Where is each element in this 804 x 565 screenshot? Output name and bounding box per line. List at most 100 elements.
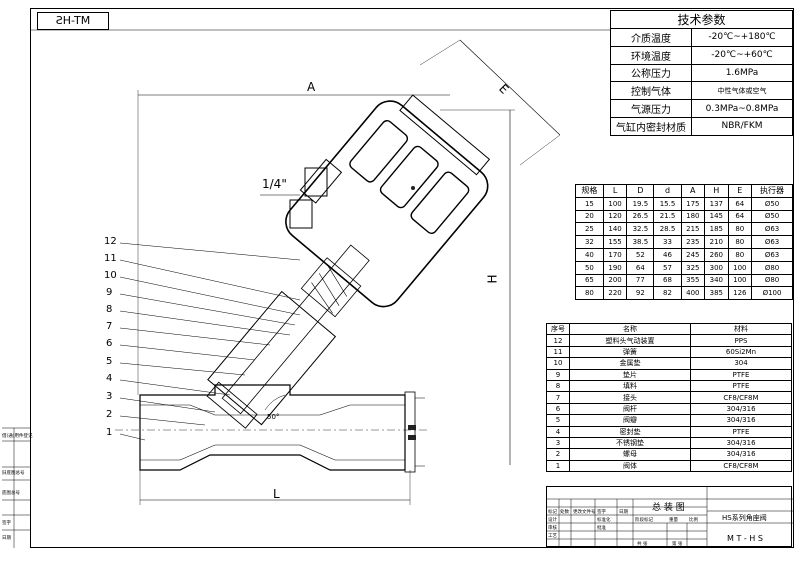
dims-cell: 25 — [575, 222, 604, 237]
parts-cell: 塑料头气动装置 — [569, 334, 691, 347]
dims-cell: 64 — [626, 260, 655, 275]
dims-cell: 82 — [653, 286, 682, 301]
dims-cell: 210 — [704, 235, 729, 249]
dims-cell: 175 — [680, 196, 706, 211]
tb-sheet-no: 第 张 — [672, 542, 683, 547]
parts-cell: 304 — [690, 357, 792, 370]
dims-cell: 80 — [727, 222, 753, 237]
parts-cell: 304/316 — [690, 414, 792, 427]
tb-review: 审核 — [548, 526, 557, 531]
tb-total-sheets: 共 张 — [637, 542, 648, 547]
dims-cell: A — [680, 184, 706, 198]
tech-value: 1.6MPa — [691, 63, 793, 83]
dims-cell: 21.5 — [653, 209, 682, 224]
dims-cell: 15 — [575, 196, 604, 211]
tb-doc: 更改文件号 — [573, 510, 596, 515]
tech-key: 公称压力 — [610, 63, 692, 83]
dims-cell: 执行器 — [751, 184, 793, 198]
parts-cell: 304/316 — [690, 402, 792, 416]
dims-cell: 33 — [653, 235, 682, 249]
dims-cell: 155 — [602, 235, 628, 249]
dims-cell: 325 — [680, 260, 706, 275]
parts-cell: 1 — [546, 459, 570, 473]
dim-label-a: A — [307, 80, 316, 94]
parts-cell: 接头 — [569, 391, 691, 404]
assembly-title: 总 装 图 — [652, 503, 685, 513]
dims-cell: 137 — [704, 196, 729, 211]
dims-cell: 46 — [653, 247, 682, 262]
parts-cell: 60Si2Mn — [690, 345, 792, 359]
dims-cell: 215 — [680, 222, 706, 237]
dims-cell: 15.5 — [653, 196, 682, 211]
tech-key: 气缸内密封材质 — [610, 116, 692, 136]
parts-cell: 名称 — [569, 322, 691, 336]
parts-header-row: 序号名称材料 — [546, 322, 792, 336]
dims-cell: 260 — [704, 247, 729, 262]
parts-cell: 阀瓣 — [569, 414, 691, 427]
dims-cell: D — [626, 184, 655, 198]
parts-cell: 垫片 — [569, 368, 691, 381]
parts-cell: PTFE — [690, 368, 792, 381]
parts-cell: 8 — [546, 379, 570, 393]
parts-cell: 金属垫 — [569, 357, 691, 370]
tech-key: 气源压力 — [610, 99, 692, 118]
parts-cell: PPS — [690, 334, 792, 347]
dims-cell: 52 — [626, 247, 655, 262]
dims-cell: 220 — [602, 286, 628, 301]
dims-cell: 100 — [727, 273, 753, 288]
tb-design: 设计 — [548, 518, 557, 523]
balloon-11: 11 — [104, 253, 117, 264]
title-block: 总 装 图 HS系列角座阀 M T - H S 标记 处数 更改文件号 签字 日… — [546, 486, 793, 548]
dims-cell: 185 — [704, 222, 729, 237]
tb-approve: 批准 — [597, 526, 606, 531]
parts-cell: 10 — [546, 357, 570, 370]
dim-label-h: H — [485, 274, 500, 284]
tb-count: 处数 — [560, 510, 569, 515]
parts-cell: 6 — [546, 402, 570, 416]
dims-cell: 245 — [680, 247, 706, 262]
dims-cell: 57 — [653, 260, 682, 275]
parts-cell: 序号 — [546, 322, 570, 336]
dims-cell: Ø80 — [751, 273, 793, 288]
parts-cell: PTFE — [690, 425, 792, 438]
drawing-frame — [30, 8, 794, 548]
parts-cell: 4 — [546, 425, 570, 438]
dims-cell: 190 — [602, 260, 628, 275]
dims-cell: 200 — [602, 273, 628, 288]
parts-cell: 304/316 — [690, 448, 792, 461]
dims-cell: d — [653, 184, 682, 198]
tb-stage: 阶段标记 — [635, 518, 653, 523]
parts-cell: CF8/CF8M — [690, 459, 792, 473]
balloon-5: 5 — [106, 356, 113, 367]
dim-label-l: L — [273, 487, 280, 501]
parts-cell: 不锈钢垫 — [569, 436, 691, 450]
dims-cell: 规格 — [575, 184, 604, 198]
side-reuse: 借(通)用件登记 — [2, 434, 33, 439]
product-name: HS系列角座阀 — [722, 514, 767, 522]
dims-cell: Ø50 — [751, 209, 793, 224]
parts-cell: 9 — [546, 368, 570, 381]
tech-value: 中性气体或空气 — [691, 81, 793, 101]
tech-params-title: 技术参数 — [610, 10, 793, 29]
dims-cell: Ø100 — [751, 286, 793, 301]
dims-cell: 235 — [680, 235, 706, 249]
balloon-9: 9 — [106, 287, 113, 298]
dims-cell: 170 — [602, 247, 628, 262]
thread-label: 1/4" — [262, 177, 287, 191]
balloon-7: 7 — [106, 321, 113, 332]
parts-cell: CF8/CF8M — [690, 391, 792, 404]
dims-cell: 50 — [575, 260, 604, 275]
dims-cell: 32 — [575, 235, 604, 249]
